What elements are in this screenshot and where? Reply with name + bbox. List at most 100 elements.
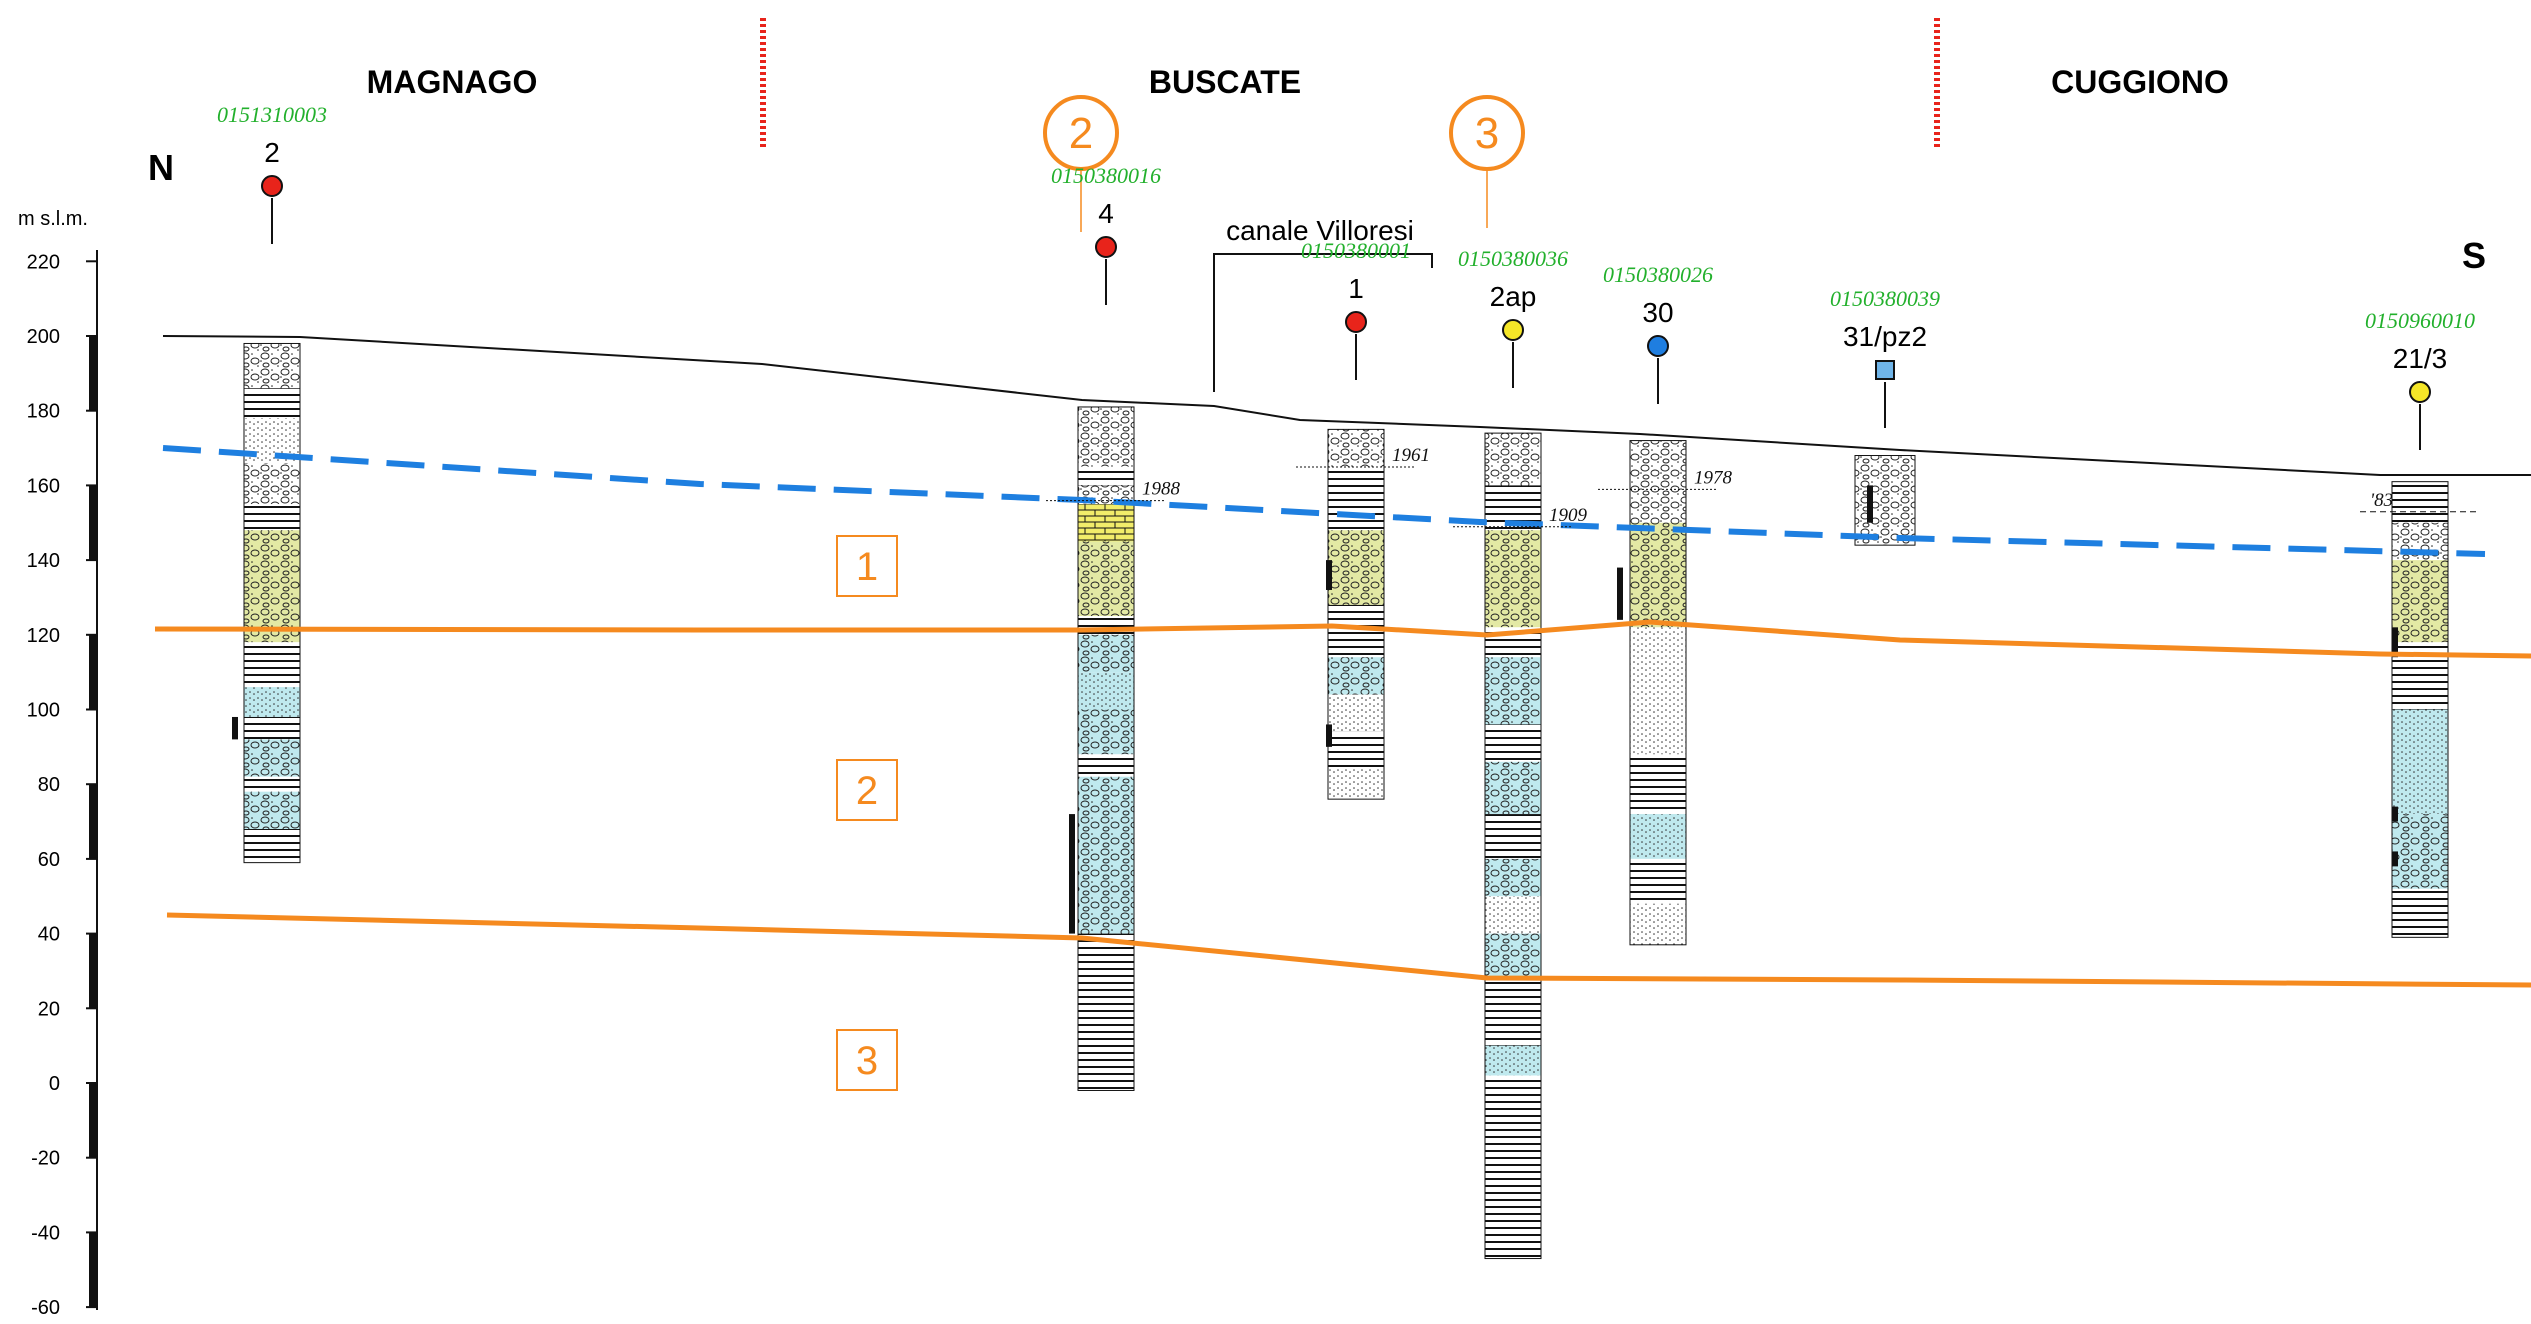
axis-unit-label: m s.l.m. <box>18 208 88 230</box>
measurement-year: 1961 <box>1392 445 1430 466</box>
axis-tick-label: 200 <box>27 326 60 348</box>
lithology-layer <box>2392 709 2448 815</box>
lithology-column <box>1327 428 1385 800</box>
lithology-layer <box>1630 814 1686 859</box>
axis-tick-label: -20 <box>31 1148 60 1170</box>
lithology-layer <box>244 530 300 590</box>
lithology-layer <box>1328 694 1384 732</box>
screen-interval <box>1326 560 1332 590</box>
axis-tick-label: 160 <box>27 475 60 497</box>
lithology-layer <box>1630 687 1686 755</box>
lithology-layer <box>244 343 300 389</box>
lithology-layer <box>1328 657 1384 695</box>
lithology-column <box>1629 440 1687 946</box>
column-outline <box>2391 481 2449 938</box>
axis-tick-label: 220 <box>27 251 60 273</box>
lithology-layer <box>2392 814 2448 889</box>
well-symbol <box>1345 311 1367 333</box>
well-symbol <box>261 175 283 197</box>
lithology-layer <box>2392 888 2448 938</box>
lithology-layer <box>1078 709 1134 755</box>
well-code: 0150380001 <box>1301 238 1411 263</box>
section-marker: 2 <box>1043 95 1119 232</box>
lithology-layer <box>244 462 300 505</box>
well-name: 1 <box>1348 273 1364 304</box>
lithology-layer <box>1485 814 1541 859</box>
screen-interval <box>1617 567 1623 620</box>
well-headers: 0151310003201503800164198801503800011196… <box>217 102 2480 528</box>
lithology-layer <box>1485 724 1541 762</box>
screen-interval <box>2392 851 2398 867</box>
well-symbol <box>1647 335 1669 357</box>
axis-tick-label: 180 <box>27 401 60 423</box>
aquifer-number: 1 <box>856 545 878 589</box>
measurement-year: '83 <box>2370 490 2393 511</box>
axis-tick-label: 40 <box>38 924 60 946</box>
lithology-layer <box>1328 731 1384 770</box>
lithology-layer <box>244 504 300 531</box>
lithology-column <box>1484 432 1542 1260</box>
column-outline <box>1854 455 1916 546</box>
aquifer-label: 3 <box>836 1029 898 1091</box>
column-outline <box>243 342 301 864</box>
lithology-column <box>1077 406 1135 1091</box>
well-symbol <box>2409 381 2431 403</box>
aquifer-label: 1 <box>836 535 898 597</box>
lithology-layer <box>1078 504 1134 542</box>
well-code: 0150960010 <box>2365 308 2475 333</box>
aquifer-boundary-line <box>154 619 2531 659</box>
axis-tick-label: 20 <box>38 998 60 1020</box>
axis-tick-label: -60 <box>31 1297 60 1319</box>
axis-tick-label: 60 <box>38 849 60 871</box>
section-marker: 3 <box>1449 95 1525 228</box>
lithology-layer <box>1485 933 1541 979</box>
column-outline <box>1629 440 1687 946</box>
screen-interval <box>1867 485 1873 523</box>
well-code: 0150380039 <box>1830 286 1940 311</box>
municipality-label: CUGGIONO <box>2051 64 2229 100</box>
section-marker-number: 2 <box>1069 109 1093 158</box>
lithology-layer <box>1485 530 1541 628</box>
lithology-layer <box>1485 978 1541 1046</box>
screen-interval <box>1069 814 1075 934</box>
well-symbol <box>1095 236 1117 258</box>
lithology-layer <box>1485 1075 1541 1259</box>
measurement-year: 1988 <box>1142 479 1181 500</box>
lithology-column <box>243 342 301 864</box>
lithology-layer <box>1485 858 1541 897</box>
lithology-layer <box>1630 627 1686 688</box>
lithology-layer <box>1328 769 1384 800</box>
axis-scale-segment <box>89 634 97 710</box>
lithology-columns <box>232 342 2449 1260</box>
lithology-layer <box>1485 1045 1541 1076</box>
axis-tick-label: 120 <box>27 625 60 647</box>
canal-label: canale Villoresi <box>1226 215 1414 246</box>
lithology-layer <box>244 388 300 419</box>
lithology-layer <box>244 589 300 643</box>
axis-scale-segment <box>89 1232 97 1308</box>
municipality-label: BUSCATE <box>1149 64 1301 100</box>
lithology-layer <box>1078 776 1134 934</box>
lithology-layer <box>244 791 300 830</box>
lithology-layer <box>1630 522 1686 628</box>
lithology-layer <box>1078 754 1134 777</box>
well-code: 0151310003 <box>217 102 327 127</box>
lithology-layer <box>244 776 300 792</box>
axis-scale-segment <box>89 1083 97 1158</box>
lithology-layer <box>244 716 300 740</box>
axis-tick-label: 100 <box>27 700 60 722</box>
aquifer-boundary-line <box>166 912 2531 988</box>
lithology-column <box>1854 455 1916 546</box>
lithology-layer <box>1630 440 1686 523</box>
well-code: 0150380036 <box>1458 246 1568 271</box>
column-outline <box>1484 432 1542 1260</box>
screen-interval <box>1326 724 1332 747</box>
measurement-year: 1909 <box>1549 505 1588 526</box>
well-name: 30 <box>1642 297 1673 328</box>
